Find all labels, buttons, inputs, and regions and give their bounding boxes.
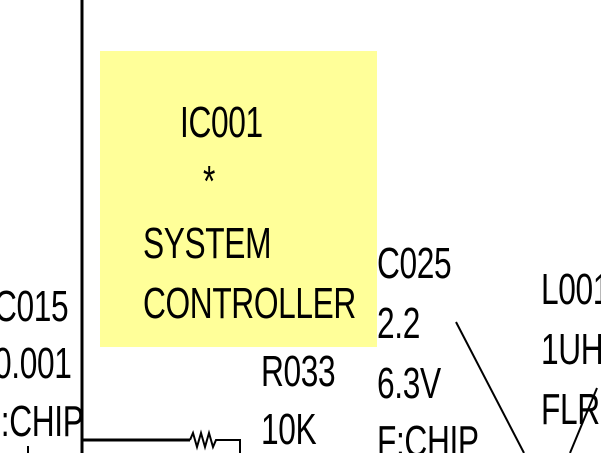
ic001-name-line2: CONTROLLER [143, 279, 356, 328]
ic001-name-line1: SYSTEM [143, 219, 272, 268]
l001-type: FLR [541, 385, 600, 434]
c025-leader-line [455, 321, 525, 453]
c025-value: 2.2 [377, 299, 420, 348]
c015-reference: C015 [0, 282, 69, 331]
c015-type: B:CHIP [0, 397, 84, 446]
r033-reference: R033 [261, 347, 336, 396]
l001-leader-line [569, 387, 598, 453]
l001-value: 1UH [541, 325, 601, 374]
c015-value: 0.001 [0, 339, 72, 388]
ic001-reference: IC001 [180, 98, 263, 147]
r033-value: 10K [261, 405, 317, 453]
resistor-r033-symbol [189, 429, 241, 453]
ic001-marker: * [203, 157, 215, 206]
c025-type: F:CHIP [377, 417, 479, 453]
c025-reference: C025 [377, 239, 452, 288]
c025-voltage: 6.3V [377, 359, 441, 408]
ic001-body[interactable] [100, 51, 377, 347]
